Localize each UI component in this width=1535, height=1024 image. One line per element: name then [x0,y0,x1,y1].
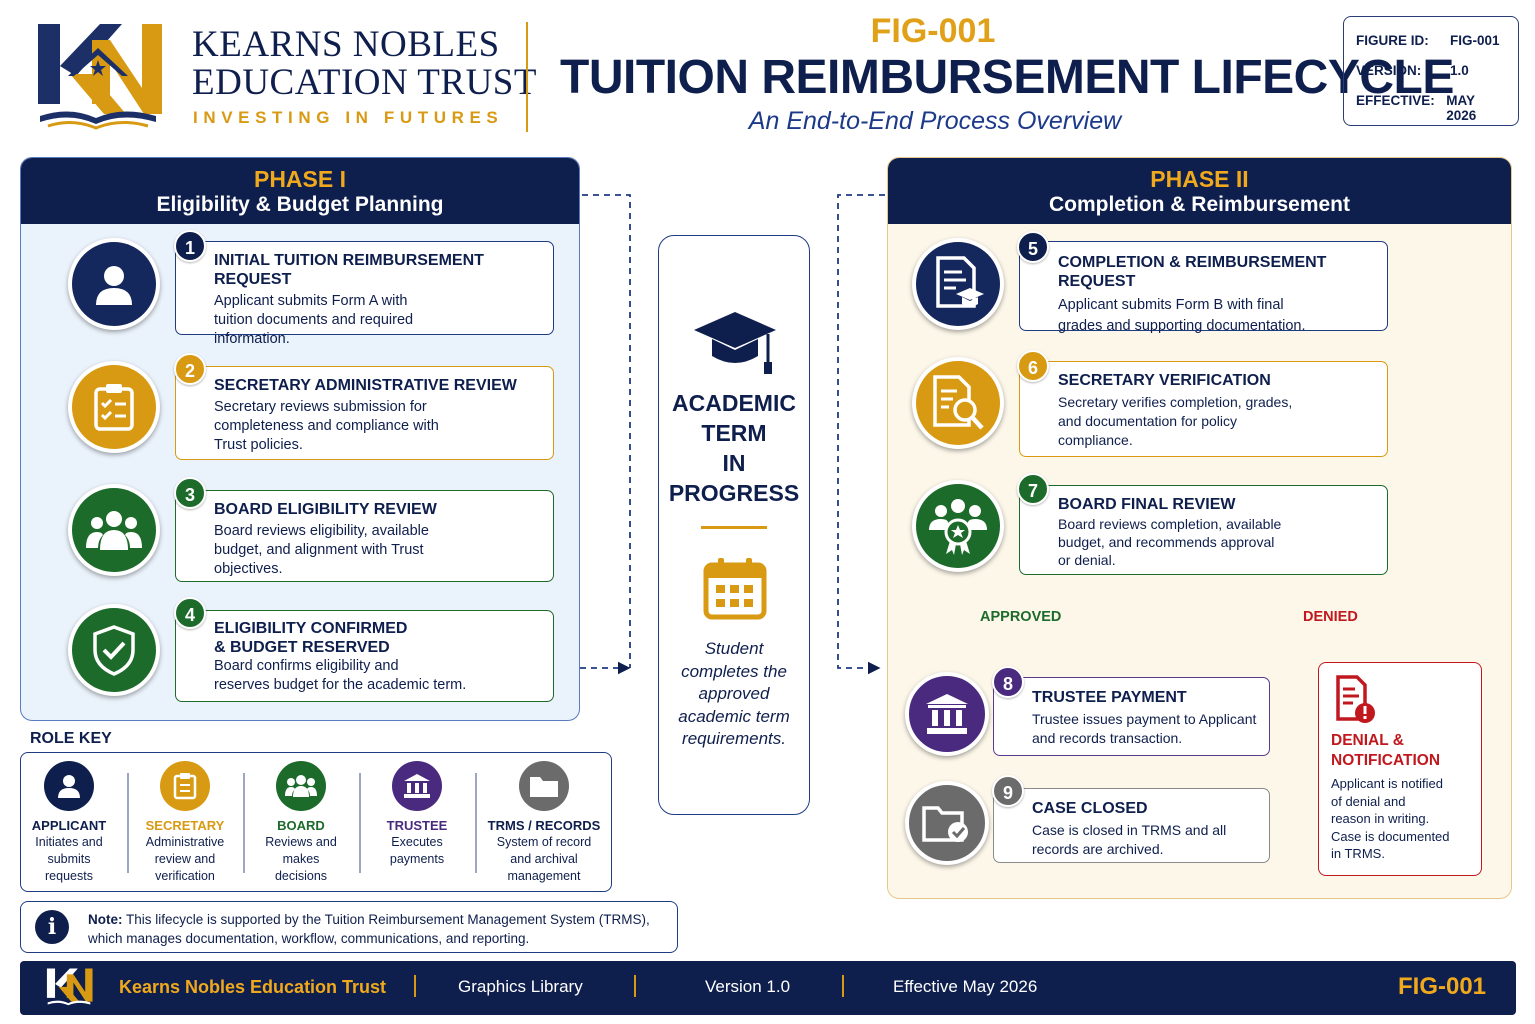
role-separator [475,773,477,873]
phase2-name: Completion & Reimbursement [1048,193,1351,216]
footer-figure-code: FIG-001 [1398,973,1487,1000]
phase2-header: PHASE II Completion & Reimbursement [888,158,1511,224]
footer-effective: Effective May 2026 [893,977,1038,996]
info-icon: i [35,910,69,944]
role-trustee: TRUSTEE Executes payments [360,761,474,868]
role-applicant: APPLICANT Initiates and submits requests [12,761,126,885]
group-icon [276,761,326,811]
page-title: TUITION REIMBURSEMENT LIFECYCLE [560,51,1454,104]
calendar-icon [703,556,767,625]
user-icon [68,238,160,330]
folder-icon [519,761,569,811]
role-key-label: ROLE KEY [30,730,112,747]
step-title: ELIGIBILITY CONFIRMED [214,620,408,637]
role-key-box: APPLICANT Initiates and submits requests… [20,752,612,892]
phase1-name: Eligibility & Budget Planning [156,193,444,216]
step-card-1: INITIAL TUITION REIMBURSEMENT REQUEST Ap… [175,241,554,347]
step-title: CASE CLOSED [1032,800,1148,817]
step-card-6: SECRETARY VERIFICATION Secretary verifie… [1019,361,1388,457]
step-badge: 1 [174,230,206,262]
footer-version: Version 1.0 [705,977,791,996]
org-name-line2: EDUCATION TRUST [192,62,537,103]
role-board: BOARD Reviews and makes decisions [244,761,358,885]
bank-icon [905,672,989,756]
academic-term-panel: ACADEMIC TERM IN PROGRESS Student comple… [658,235,810,815]
org-name-line1: KEARNS NOBLES [192,24,500,65]
step-badge: 7 [1017,473,1049,505]
step-title-line2: & BUDGET RESERVED [214,639,390,656]
trust-logo [30,18,166,136]
denial-document-icon [1335,675,1377,730]
footer-separator [414,975,416,997]
academic-term-title: ACADEMIC TERM IN PROGRESS [668,390,800,506]
note-text: Note: This lifecycle is supported by the… [88,912,650,946]
document-search-icon [912,357,1004,449]
tagline: INVESTING IN FUTURES [193,108,504,127]
step-card-8: TRUSTEE PAYMENT Trustee issues payment t… [993,677,1270,756]
graduation-cap-icon [692,308,778,383]
step-title: SECRETARY ADMINISTRATIVE REVIEW [214,377,517,394]
phase2-number: PHASE II [1150,166,1249,192]
step-title: BOARD ELIGIBILITY REVIEW [214,501,437,518]
step-badge: 6 [1017,350,1049,382]
step-card-5: COMPLETION & REIMBURSEMENT REQUEST Appli… [1019,241,1388,334]
footer-library: Graphics Library [458,977,583,996]
user-icon [44,761,94,811]
group-icon [68,484,160,576]
footer-separator [842,975,844,997]
step-card-2: SECRETARY ADMINISTRATIVE REVIEW Secretar… [175,366,554,460]
step-badge: 3 [174,477,206,509]
dashed-connector-phase1 [582,194,631,668]
footer-logo [44,966,94,1015]
dashed-connector-phase2 [837,194,885,675]
page-subtitle: An End-to-End Process Overview [748,107,1122,135]
role-separator [127,773,129,873]
phase1-header: PHASE I Eligibility & Budget Planning [21,158,579,224]
clipboard-icon [68,361,160,453]
step-card-7: BOARD FINAL REVIEW Board reviews complet… [1019,485,1388,575]
phase1-number: PHASE I [253,166,347,192]
divider [701,526,767,529]
clipboard-icon [160,761,210,811]
role-separator [243,773,245,873]
step-title: INITIAL TUITION REIMBURSEMENT REQUEST [214,252,484,288]
academic-term-note: Student completes the approved academic … [678,639,790,748]
step-badge: 4 [174,597,206,629]
role-secretary: SECRETARY Administrative review and veri… [128,761,242,885]
bank-icon [392,761,442,811]
approved-label: APPROVED [980,609,1062,625]
footer-bar: Kearns Nobles Education Trust Graphics L… [20,961,1516,1015]
role-trms-records: TRMS / RECORDS System of record and arch… [483,761,605,885]
step-card-3: BOARD ELIGIBILITY REVIEW Board reviews e… [175,490,554,582]
meta-row-effective: EFFECTIVE:MAY 2026 [1356,93,1477,123]
step-title: BOARD FINAL REVIEW [1058,496,1236,513]
denial-notification-box: DENIAL & NOTIFICATION Applicant is notif… [1318,662,1482,876]
denied-label: DENIED [1303,609,1358,625]
meta-row-version: VERSION:1.0 [1356,63,1469,78]
org-name: KEARNS NOBLES EDUCATION TRUST [192,26,537,102]
denial-title: DENIAL & NOTIFICATION [1331,732,1441,769]
shield-check-icon [68,604,160,696]
step-title: COMPLETION & REIMBURSEMENT REQUEST [1058,254,1327,290]
group-award-icon [912,480,1004,572]
step-card-9: CASE CLOSED Case is closed in TRMS and a… [993,788,1270,863]
step-badge: 9 [992,775,1024,807]
note-box: i Note: This lifecycle is supported by t… [20,901,678,953]
step-title: SECRETARY VERIFICATION [1058,372,1271,389]
step-badge: 5 [1017,231,1049,263]
footer-separator [634,975,636,997]
figure-code: FIG-001 [870,12,996,50]
step-card-4: ELIGIBILITY CONFIRMED & BUDGET RESERVED … [175,610,554,702]
denial-description: Applicant is notified of denial and reas… [1331,776,1450,861]
step-title: TRUSTEE PAYMENT [1032,689,1187,706]
step-badge: 2 [174,353,206,385]
header-divider [526,22,528,132]
meta-row-figure-id: FIGURE ID:FIG-001 [1356,33,1500,48]
step-badge: 8 [992,666,1024,698]
footer-org: Kearns Nobles Education Trust [119,977,387,997]
figure-meta-box: FIGURE ID:FIG-001 VERSION:1.0 EFFECTIVE:… [1343,16,1519,126]
role-separator [359,773,361,873]
document-cap-icon [912,238,1004,330]
folder-check-icon [905,781,989,865]
